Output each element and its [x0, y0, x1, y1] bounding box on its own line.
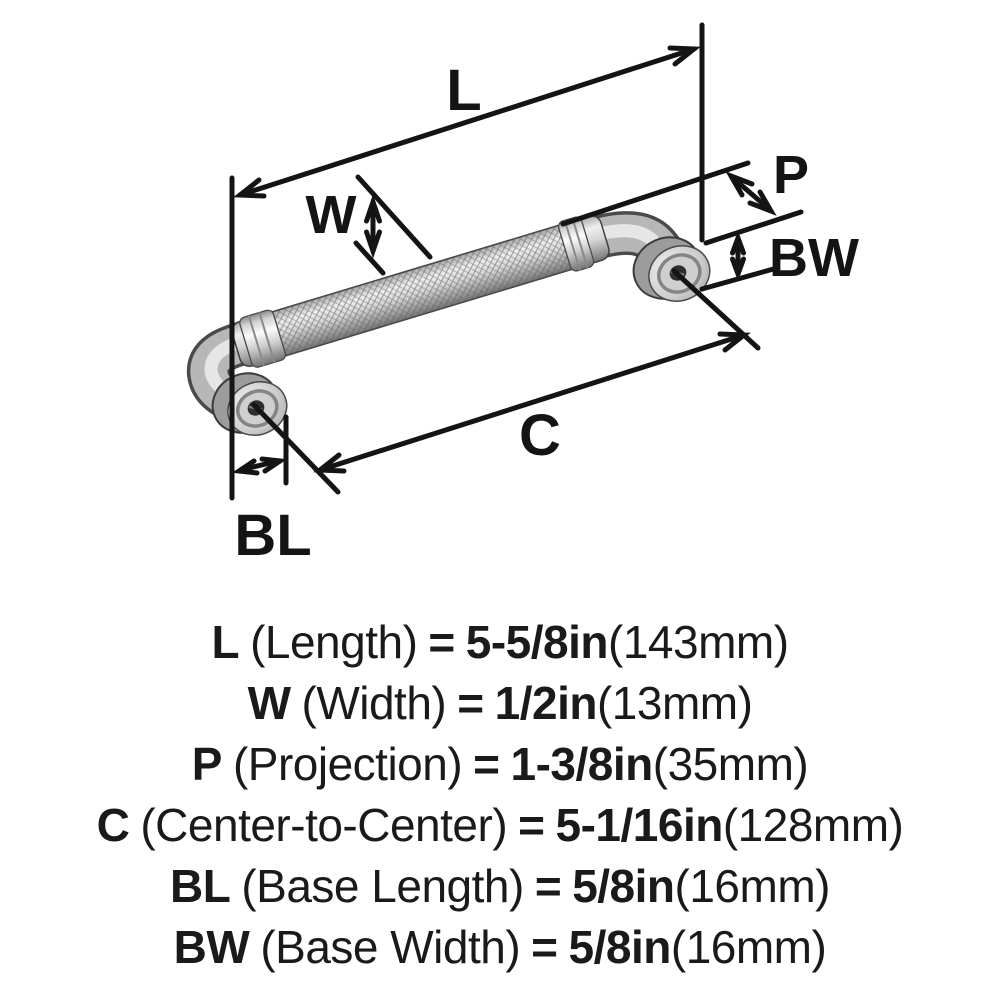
legend-name: (Center-to-Center): [140, 799, 508, 851]
w-tick-top: [355, 174, 433, 260]
legend-value: 1-3/8in: [510, 738, 654, 790]
legend-row-base-width: BW(Base Width)=5/8in(16mm): [0, 917, 1000, 978]
p-arrowhead-bottom: [747, 189, 777, 216]
legend-metric: (16mm): [674, 860, 831, 912]
c-extension-left: [251, 402, 341, 495]
dimension-annotations: [229, 22, 804, 501]
grip-knurl-texture: [272, 225, 572, 356]
legend-metric: (13mm): [596, 677, 753, 729]
legend-name: (Base Width): [260, 921, 521, 973]
p-reference-line-top: [560, 160, 751, 227]
bw-arrowhead-top: [730, 230, 746, 256]
dim-width: [353, 174, 433, 276]
w-arrowhead-top: [364, 194, 382, 224]
dim-length: [233, 45, 701, 199]
bl-arrowhead-left: [231, 458, 260, 476]
legend-value: 5/8in: [568, 921, 672, 973]
legend-row-center-to-center: C(Center-to-Center)=5-1/16in(128mm): [0, 795, 1000, 856]
handle-illustration: [186, 211, 711, 436]
legend-value: 5-1/16in: [555, 799, 724, 851]
dim-label-length: L: [446, 58, 481, 123]
legend-key: BL: [170, 860, 231, 912]
bw-arrowhead-bottom: [730, 256, 746, 282]
legend-key: BW: [173, 921, 250, 973]
legend-key: L: [211, 616, 240, 668]
legend-metric: (128mm): [722, 799, 904, 851]
l-arrowhead-right: [667, 45, 701, 67]
dimension-diagram: L W P BW C BL: [186, 22, 859, 568]
legend-equals: =: [473, 738, 500, 790]
c-arrowhead-right: [717, 331, 751, 353]
grip-right-collar: [557, 216, 595, 272]
p-arrowhead-top: [725, 171, 755, 198]
bw-reference-line-bottom: [699, 265, 780, 292]
legend-row-length: L(Length)=5-5/8in(143mm): [0, 612, 1000, 673]
l-arrowhead-left: [233, 177, 267, 199]
legend-key: P: [191, 738, 223, 790]
dim-base-width: [699, 230, 780, 292]
w-arrowhead-bottom: [364, 229, 382, 259]
dim-label-base-length: BL: [234, 503, 311, 568]
legend-value: 1/2in: [494, 677, 598, 729]
legend-name: (Projection): [232, 738, 463, 790]
legend-key: W: [247, 677, 291, 729]
legend-value: 5-5/8in: [465, 616, 609, 668]
legend-equals: =: [457, 677, 484, 729]
legend-equals: =: [531, 921, 558, 973]
p-reference-line-bottom: [703, 209, 804, 246]
c-arrowhead-left: [313, 452, 347, 474]
measurement-legend: L(Length)=5-5/8in(143mm) W(Width)=1/2in(…: [0, 612, 1000, 978]
legend-name: (Width): [301, 677, 447, 729]
dim-base-length: [231, 414, 289, 486]
bl-arrowhead-right: [259, 456, 288, 474]
w-tick-bottom: [353, 240, 386, 276]
legend-row-projection: P(Projection)=1-3/8in(35mm): [0, 734, 1000, 795]
handle-grip-bar: [231, 215, 610, 368]
dim-center-to-center: [251, 268, 761, 495]
dim-projection: [560, 160, 804, 246]
legend-equals: =: [534, 860, 562, 912]
legend-key: C: [96, 799, 130, 851]
dim-label-center-to-center: C: [519, 403, 561, 468]
legend-equals: =: [428, 616, 455, 668]
legend-row-width: W(Width)=1/2in(13mm): [0, 673, 1000, 734]
legend-name: (Base Length): [241, 860, 524, 912]
legend-name: (Length): [250, 616, 418, 668]
dim-label-width: W: [306, 185, 357, 245]
legend-metric: (143mm): [608, 616, 789, 668]
grip-left-collar: [239, 309, 287, 368]
legend-metric: (16mm): [670, 921, 827, 973]
dim-label-base-width: BW: [769, 228, 859, 288]
legend-equals: =: [518, 799, 545, 851]
dim-label-projection: P: [773, 145, 809, 205]
legend-row-base-length: BL(Base Length)=5/8in(16mm): [0, 856, 1000, 917]
legend-metric: (35mm): [652, 738, 809, 790]
legend-value: 5/8in: [572, 860, 675, 912]
